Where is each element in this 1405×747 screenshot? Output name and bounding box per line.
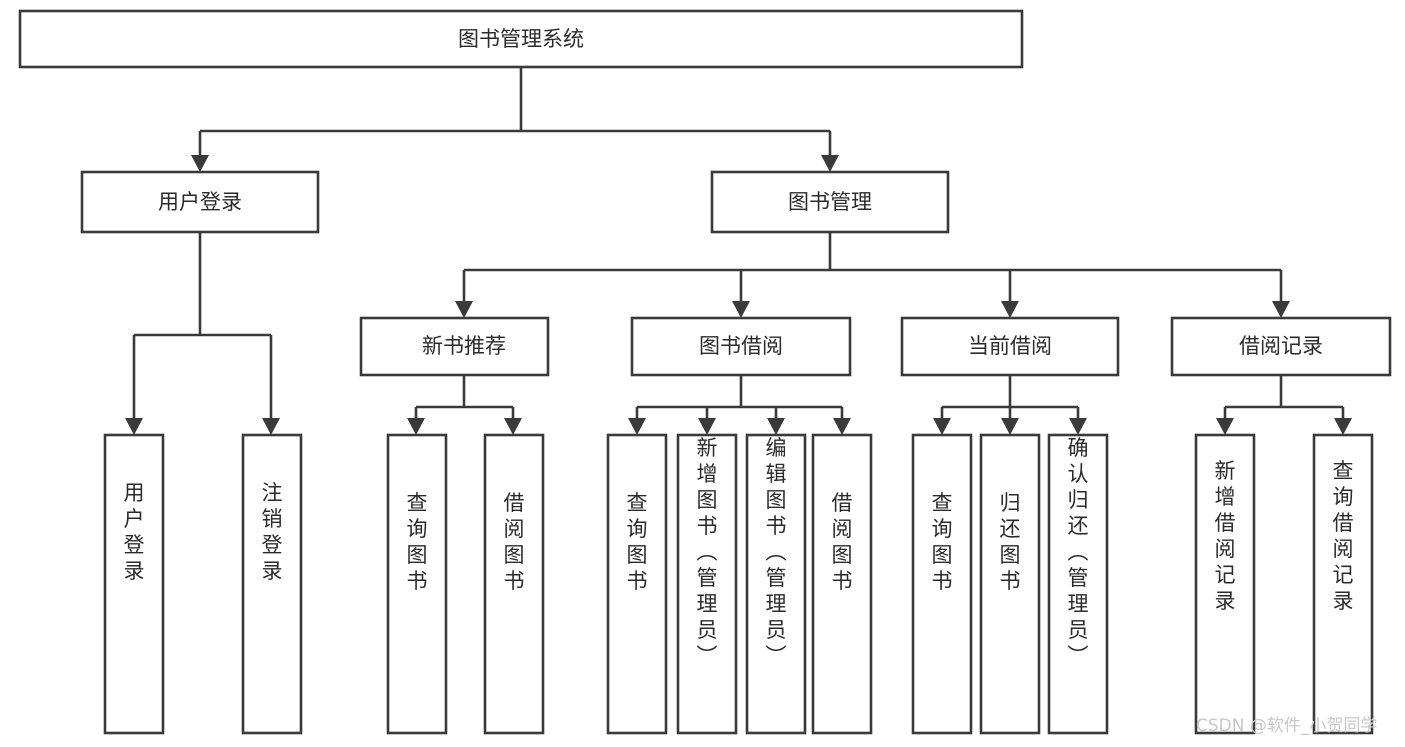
node-root-system[interactable]: 图书管理系统 (18, 9, 1024, 69)
arrow-to-current-borrow (1001, 301, 1019, 318)
leaf-box[interactable] (483, 433, 545, 735)
leaf-node-book-borrow-4[interactable]: 借阅图书 (811, 433, 873, 735)
node-book-borrow-box[interactable] (630, 316, 852, 377)
leaf-label: 查询图书 (627, 491, 648, 593)
leaf-node-current-borrow-2[interactable]: 归还图书 (979, 433, 1041, 735)
arrow-new-book-leaf-2 (504, 418, 522, 435)
leaf-label: 确认归还︵管理员︶ (1068, 436, 1089, 668)
arrow-current-borrow-leaf-1 (933, 418, 951, 435)
leaf-label: 编辑图书︵管理员︶ (766, 436, 787, 668)
leaf-node-current-borrow-1[interactable]: 查询图书 (911, 433, 973, 735)
arrow-user-login-leaf-1 (125, 418, 143, 435)
connector-group-new-book-to-leaves (407, 375, 522, 435)
leaf-box[interactable] (1194, 433, 1256, 735)
node-book-borrow[interactable]: 图书借阅 (630, 316, 852, 377)
csdn-watermark: CSDN @软件_小贺同学 (1196, 716, 1377, 736)
arrow-to-book-manage (821, 155, 839, 172)
node-user-login-label: 用户登录 (158, 190, 242, 214)
leaf-label: 新增借阅记录 (1215, 459, 1236, 613)
arrow-book-borrow-leaf-2 (698, 418, 716, 435)
leaf-box[interactable] (676, 433, 738, 735)
arrow-book-borrow-leaf-3 (767, 418, 785, 435)
leaf-node-user-login-2[interactable]: 注销登录 (241, 433, 303, 735)
node-current-borrow[interactable]: 当前借阅 (900, 316, 1120, 377)
node-current-borrow-label: 当前借阅 (968, 334, 1052, 358)
leaf-node-new-book-1[interactable]: 查询图书 (386, 433, 448, 735)
connector-group-book-borrow-to-leaves (628, 375, 851, 435)
arrow-to-borrow-record (1272, 301, 1290, 318)
leaf-box[interactable] (979, 433, 1041, 735)
leaf-node-book-borrow-3[interactable]: 编辑图书︵管理员︶ (745, 433, 807, 735)
node-root-box[interactable] (18, 9, 1024, 69)
leaf-node-book-borrow-2[interactable]: 新增图书︵管理员︶ (676, 433, 738, 735)
node-current-borrow-box[interactable] (900, 316, 1120, 377)
leaf-box[interactable] (386, 433, 448, 735)
arrow-new-book-leaf-1 (407, 418, 425, 435)
node-new-book-recommend-box[interactable] (359, 316, 550, 377)
leaf-label: 查询借阅记录 (1333, 459, 1354, 613)
node-user-login-box[interactable] (80, 170, 320, 234)
node-borrow-record-label: 借阅记录 (1239, 334, 1323, 358)
leaf-box[interactable] (911, 433, 973, 735)
arrow-book-borrow-leaf-1 (628, 418, 646, 435)
leaf-label: 查询图书 (932, 491, 953, 593)
leaf-box[interactable] (241, 433, 303, 735)
leaf-box[interactable] (745, 433, 807, 735)
leaf-node-current-borrow-3[interactable]: 确认归还︵管理员︶ (1047, 433, 1109, 735)
node-book-borrow-label: 图书借阅 (699, 334, 783, 358)
arrow-user-login-leaf-2 (262, 418, 280, 435)
leaf-box[interactable] (811, 433, 873, 735)
leaf-label: 借阅图书 (504, 491, 525, 593)
arrow-borrow-record-leaf-1 (1216, 418, 1234, 435)
node-root-label: 图书管理系统 (458, 27, 584, 51)
node-book-manage-label: 图书管理 (788, 190, 872, 214)
leaf-node-borrow-record-1[interactable]: 新增借阅记录 (1194, 433, 1256, 735)
arrow-borrow-record-leaf-2 (1334, 418, 1352, 435)
connector-group-borrow-record-to-leaves (1216, 375, 1352, 435)
leaf-label: 查询图书 (407, 491, 428, 593)
leaf-box[interactable] (1312, 433, 1374, 735)
leaf-label: 借阅图书 (832, 491, 853, 593)
node-new-book-recommend[interactable]: 新书推荐 (359, 316, 550, 377)
leaf-node-new-book-2[interactable]: 借阅图书 (483, 433, 545, 735)
arrow-to-user-login (191, 155, 209, 172)
arrow-to-new-book (455, 301, 473, 318)
leaf-label: 注销登录 (262, 481, 283, 583)
connector-group-root-to-level2 (191, 67, 839, 172)
leaf-box[interactable] (606, 433, 668, 735)
arrow-to-book-borrow (732, 301, 750, 318)
node-user-login[interactable]: 用户登录 (80, 170, 320, 234)
node-book-manage-box[interactable] (710, 170, 950, 234)
leaf-node-user-login-1[interactable]: 用户登录 (103, 433, 165, 735)
node-borrow-record-box[interactable] (1170, 316, 1392, 377)
leaf-box[interactable] (103, 433, 165, 735)
node-borrow-record[interactable]: 借阅记录 (1170, 316, 1392, 377)
leaf-node-borrow-record-2[interactable]: 查询借阅记录 (1312, 433, 1374, 735)
connector-group-book-manage-to-level3 (455, 232, 1290, 318)
arrow-current-borrow-leaf-3 (1069, 418, 1087, 435)
leaf-label: 用户登录 (124, 481, 145, 583)
arrow-book-borrow-leaf-4 (833, 418, 851, 435)
connector-group-user-login-to-leaves (125, 232, 280, 435)
node-book-manage[interactable]: 图书管理 (710, 170, 950, 234)
node-new-book-recommend-label: 新书推荐 (422, 334, 506, 358)
leaf-node-book-borrow-1[interactable]: 查询图书 (606, 433, 668, 735)
arrow-current-borrow-leaf-2 (1001, 418, 1019, 435)
leaf-label: 新增图书︵管理员︶ (697, 436, 718, 668)
leaf-label: 归还图书 (1000, 491, 1021, 593)
leaf-box[interactable] (1047, 433, 1109, 735)
connector-group-current-borrow-to-leaves (933, 375, 1087, 435)
